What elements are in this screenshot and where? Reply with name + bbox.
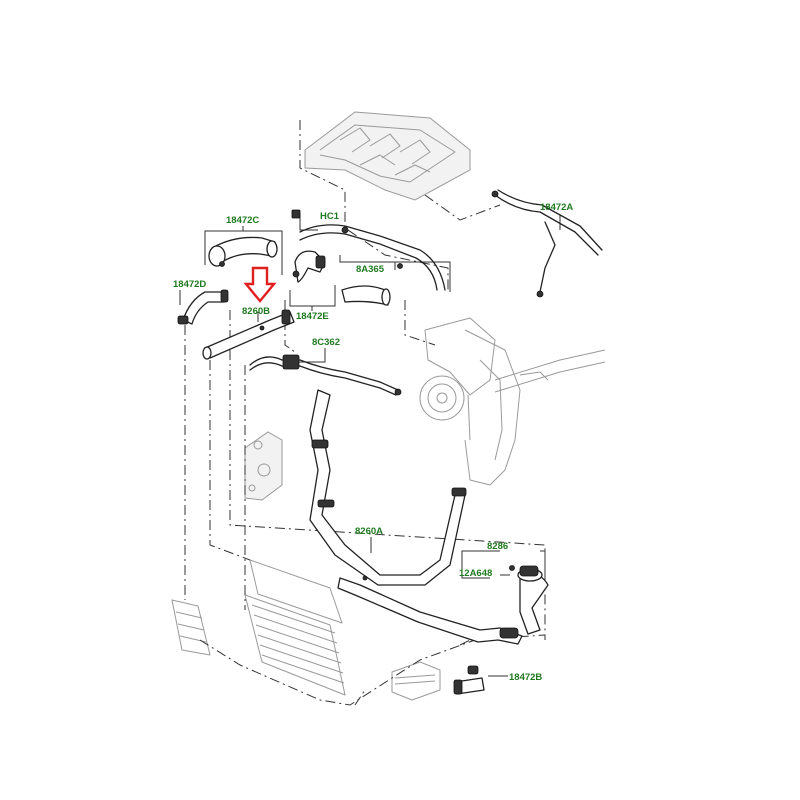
assembly-lines (184, 120, 546, 706)
callout-18472D: 18472D (173, 279, 206, 290)
callout-HC1: HC1 (320, 211, 340, 222)
callout-12A648: 12A648 (459, 568, 492, 579)
callout-18472B: 18472B (509, 672, 542, 683)
hose-8260A (309, 389, 467, 586)
auxiliary-radiator (171, 599, 211, 656)
hose-8A365 (341, 285, 391, 306)
hose-8286 (509, 565, 549, 635)
callout-8C362: 8C362 (312, 337, 340, 348)
callout-8260B: 8260B (242, 306, 270, 317)
callout-18472E: 18472E (296, 311, 329, 322)
pipe-8C362 (249, 354, 402, 396)
hose-18472C (208, 236, 278, 267)
callout-18472C: 18472C (226, 215, 259, 226)
radiator (244, 559, 346, 696)
hose-8260B (202, 309, 295, 360)
oil-cooler (391, 661, 441, 701)
callout-8A365: 8A365 (356, 264, 385, 275)
hose-18472E (292, 250, 326, 283)
hose-18472B (453, 665, 485, 695)
down-arrow-icon (243, 266, 277, 303)
pipe-18472A (491, 189, 603, 298)
leader-lines (179, 213, 561, 677)
callout-8260A: 8260A (355, 526, 383, 537)
hose-lower (337, 577, 523, 645)
water-pump-assembly (419, 317, 606, 486)
pipe-HC1 (291, 209, 446, 291)
thermostat-housing (244, 431, 283, 501)
hose-18472D (177, 289, 229, 325)
callout-8286: 8286 (487, 541, 508, 552)
intake-manifold (304, 111, 471, 201)
callout-18472A: 18472A (540, 202, 573, 213)
